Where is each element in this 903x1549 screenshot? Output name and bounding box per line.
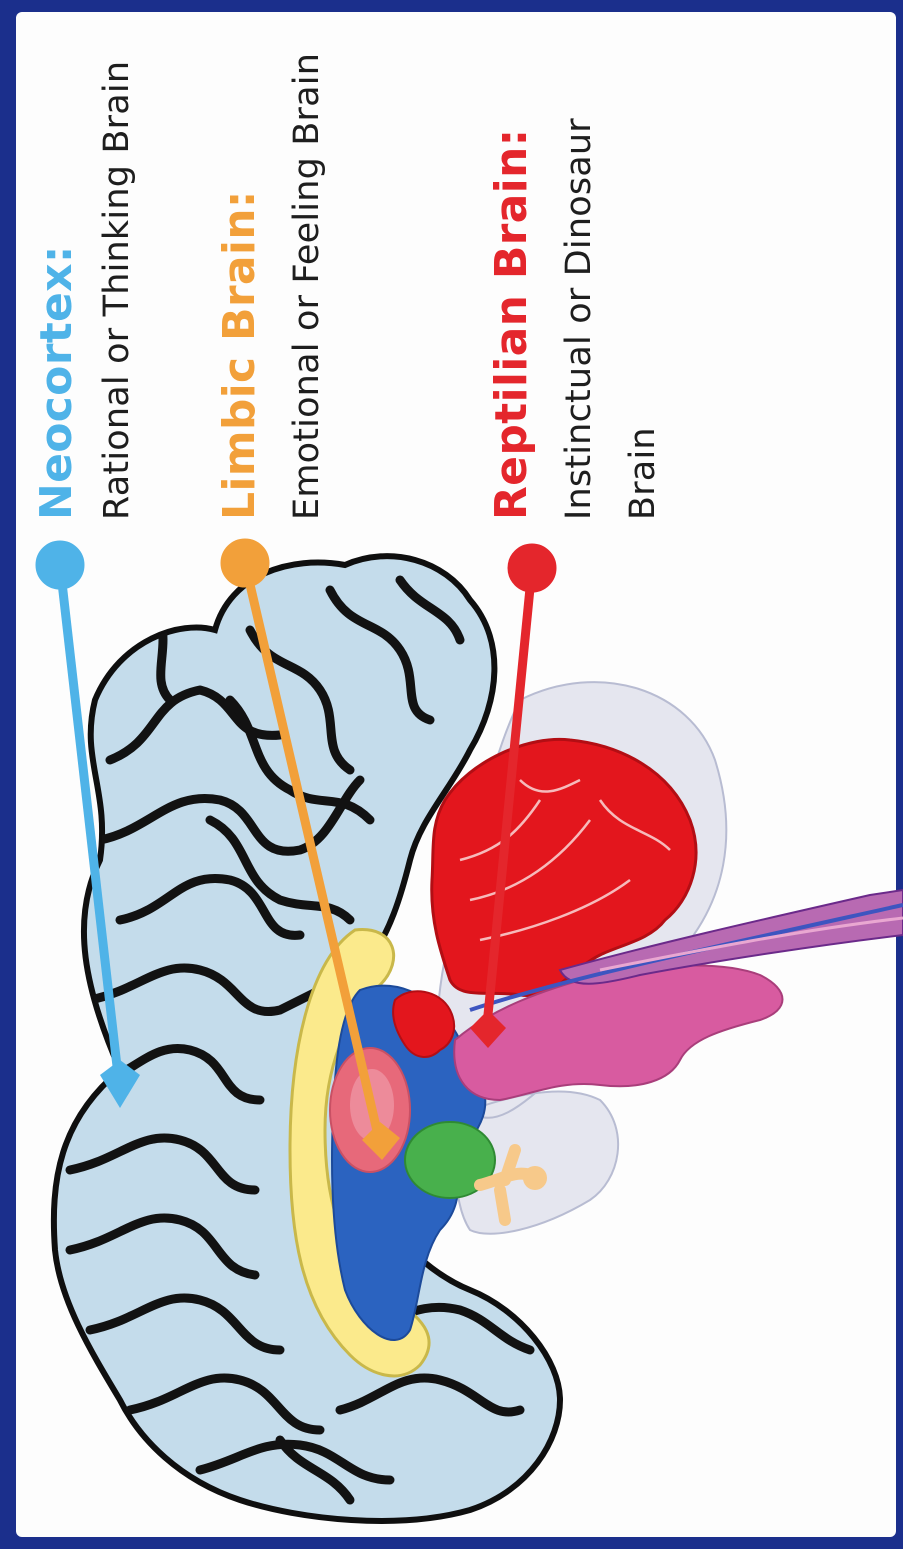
- limbic-pointer-dot: [221, 539, 269, 587]
- reptilian-pointer-dot: [508, 544, 556, 592]
- neocortex-pointer-dot: [36, 541, 84, 589]
